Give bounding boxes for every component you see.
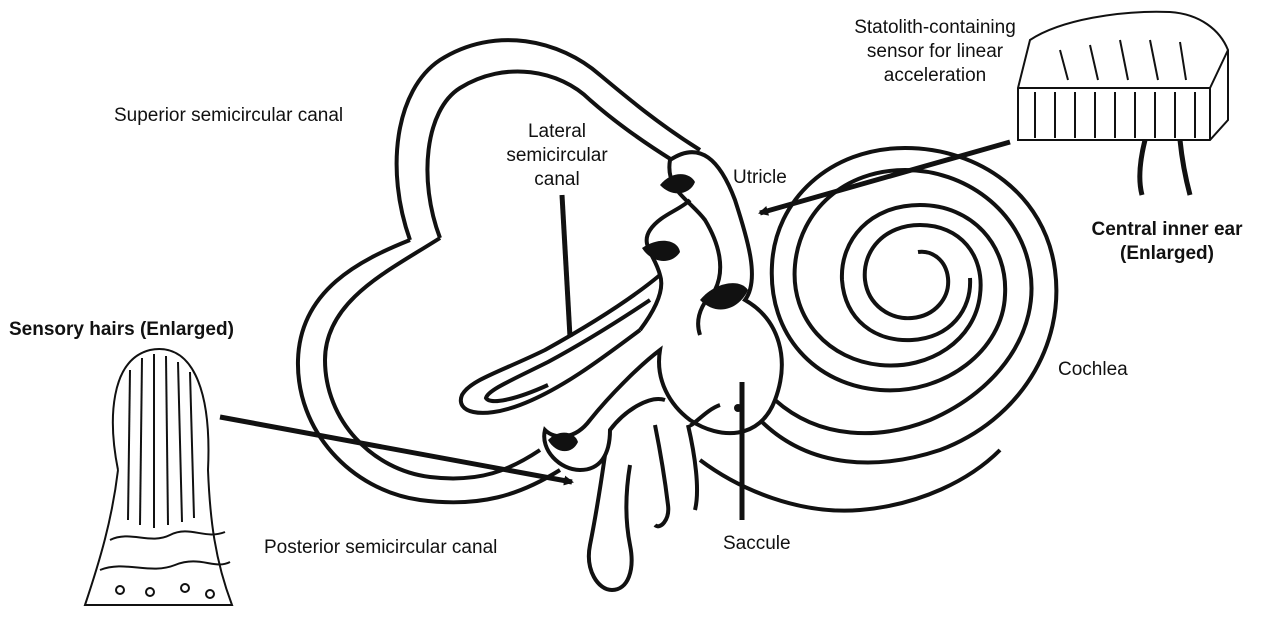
label-statolith-sensor: Statolith-containing sensor for linear a…: [836, 16, 1034, 88]
label-posterior-canal: Posterior semicircular canal: [264, 536, 497, 560]
cochlea-shape: [700, 148, 1056, 511]
label-central-inner-ear-line-2: (Enlarged): [1062, 242, 1272, 266]
lateral-canal-leader: [562, 195, 570, 337]
central-inner-ear-illustration: [1018, 12, 1228, 195]
sensory-hairs-illustration: [85, 349, 232, 605]
label-statolith-line-2: sensor for linear: [836, 40, 1034, 64]
label-lateral-canal-line-3: canal: [497, 168, 617, 192]
posterior-canal-shape: [298, 238, 560, 502]
label-lateral-canal: Lateral semicircular canal: [497, 120, 617, 192]
sensory-hairs-arrow: [220, 417, 572, 482]
statolith-arrow: [760, 142, 1010, 213]
label-superior-canal: Superior semicircular canal: [114, 104, 343, 128]
label-lateral-canal-line-1: Lateral: [497, 120, 617, 144]
label-lateral-canal-line-2: semicircular: [497, 144, 617, 168]
label-sensory-hairs: Sensory hairs (Enlarged): [9, 318, 234, 342]
label-cochlea: Cochlea: [1058, 358, 1128, 382]
label-utricle: Utricle: [733, 166, 787, 190]
sensory-patches: [548, 174, 748, 451]
label-central-inner-ear-line-1: Central inner ear: [1062, 218, 1272, 242]
label-central-inner-ear: Central inner ear (Enlarged): [1062, 218, 1272, 266]
lateral-canal-shape: [461, 275, 660, 413]
label-saccule: Saccule: [723, 532, 791, 556]
vestibule-shape: [544, 152, 782, 470]
label-statolith-line-3: acceleration: [836, 64, 1034, 88]
label-statolith-line-1: Statolith-containing: [836, 16, 1034, 40]
